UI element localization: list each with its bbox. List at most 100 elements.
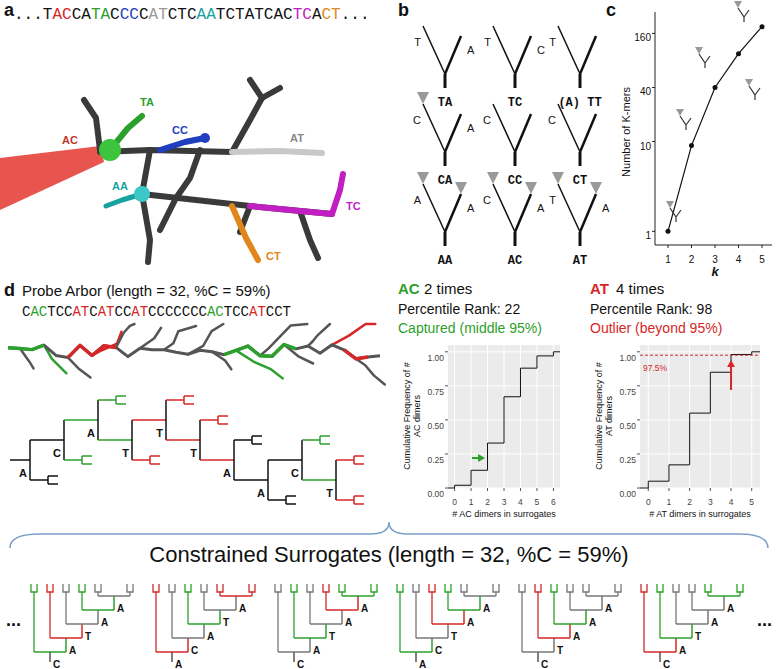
tick-mark [668, 245, 669, 248]
arbor-highlight [8, 345, 44, 349]
tree-branch [515, 114, 531, 152]
arbor-highlight [224, 345, 296, 357]
sequence-letter: T [283, 304, 291, 320]
branch-letter: T [326, 487, 333, 500]
tree-branch [558, 184, 580, 232]
arrow-shaft [730, 366, 732, 390]
leaf [31, 584, 37, 652]
node-bar [204, 609, 236, 611]
arbor-trunk [8, 345, 380, 359]
tree-arm [601, 596, 603, 610]
tree-arm [166, 439, 200, 441]
node-bar [416, 637, 448, 639]
tree-arm [723, 596, 725, 610]
node-bar [400, 651, 432, 653]
tick-label: 1 [667, 498, 672, 508]
tree-branch [515, 36, 531, 74]
node-bar [538, 637, 570, 639]
tick-label: 0.75 [427, 388, 444, 398]
tick-mark [637, 419, 640, 420]
tree-arm [200, 459, 234, 461]
node-bar [676, 623, 708, 625]
tick-label: 0.50 [619, 422, 636, 432]
node-bar [199, 420, 201, 460]
tree-arm [309, 638, 311, 652]
node-bar [692, 609, 724, 611]
tick-label: 160 [634, 33, 651, 45]
tree-branch [423, 104, 445, 152]
mini-tree [699, 54, 710, 68]
tree-stem [579, 232, 582, 246]
sequence-letter: . [360, 6, 370, 24]
sequence-letter: T [106, 304, 114, 320]
sequence-letter: T [140, 304, 148, 320]
sequence-letter: C [190, 304, 198, 320]
tree-branch [558, 104, 580, 152]
plot-background [448, 345, 560, 488]
arbor-highlight [68, 345, 116, 357]
leaf [98, 396, 126, 404]
tree-arm [479, 596, 481, 610]
tick-mark [652, 33, 655, 34]
tick-label: 0.00 [427, 490, 444, 500]
cdf-step [448, 352, 560, 488]
tick-mark [731, 488, 732, 491]
mini-clade [734, 1, 742, 8]
branch-letter: A [175, 659, 182, 669]
node-bar [156, 651, 188, 653]
leaf [461, 584, 467, 596]
sequence-letter: T [216, 6, 226, 24]
leaf [200, 416, 228, 424]
mini-tree [670, 208, 681, 222]
tree-arm [585, 610, 587, 624]
node-bar [97, 400, 99, 440]
arbor-branch [116, 324, 134, 347]
highlight-branch [250, 174, 343, 214]
leaf [413, 584, 419, 638]
tick-label: 1.00 [619, 354, 636, 364]
kmer-label: TC [346, 200, 361, 213]
branch-letter: T [484, 36, 491, 49]
axis-title: Cumulative Frequency of # AT dimers [594, 356, 615, 476]
node-bar [63, 420, 65, 460]
node-bar [34, 651, 66, 653]
sequence-letter: C [266, 304, 274, 320]
tree-branch [84, 100, 100, 150]
tick-label: 10 [640, 141, 651, 153]
grid-line [640, 385, 760, 386]
leaf [689, 584, 695, 610]
status-text: Captured (middle 95%) [398, 320, 542, 336]
axis-title: # AT dimers in surrogates [649, 509, 751, 519]
node-bar [82, 609, 114, 611]
tree-arm [569, 624, 571, 638]
tree-arm [675, 638, 677, 652]
tree-branch [515, 194, 531, 232]
tick-label: 3 [502, 498, 507, 508]
leaf [737, 584, 743, 596]
tick-label: 0.50 [427, 422, 444, 432]
tree-arm [325, 624, 327, 638]
sequence-letter: T [331, 6, 341, 24]
tree-stem [514, 74, 517, 88]
node-bar [708, 595, 740, 597]
axis-title: Number of K-mers [620, 87, 633, 177]
tick-mark [668, 488, 669, 491]
sequence-letter: C [123, 304, 131, 320]
tick-label: 2 [485, 498, 490, 508]
tick-mark [637, 385, 640, 386]
collapsed-clade [525, 182, 537, 194]
arbor-branch [68, 358, 90, 378]
tree-branch [423, 184, 445, 232]
status-text: Outlier (beyond 95%) [590, 320, 722, 336]
branch-letter: A [467, 44, 474, 57]
branch-letter: A [87, 427, 95, 440]
leaf [169, 584, 175, 638]
branch-letter: A [467, 122, 474, 135]
mini-tree [749, 86, 760, 100]
node-bar [301, 440, 303, 480]
node-bar [188, 623, 220, 625]
tree-arm [234, 479, 268, 481]
node-bar [50, 637, 82, 639]
tree-arm [691, 624, 693, 638]
branch-letter: A [605, 603, 612, 615]
